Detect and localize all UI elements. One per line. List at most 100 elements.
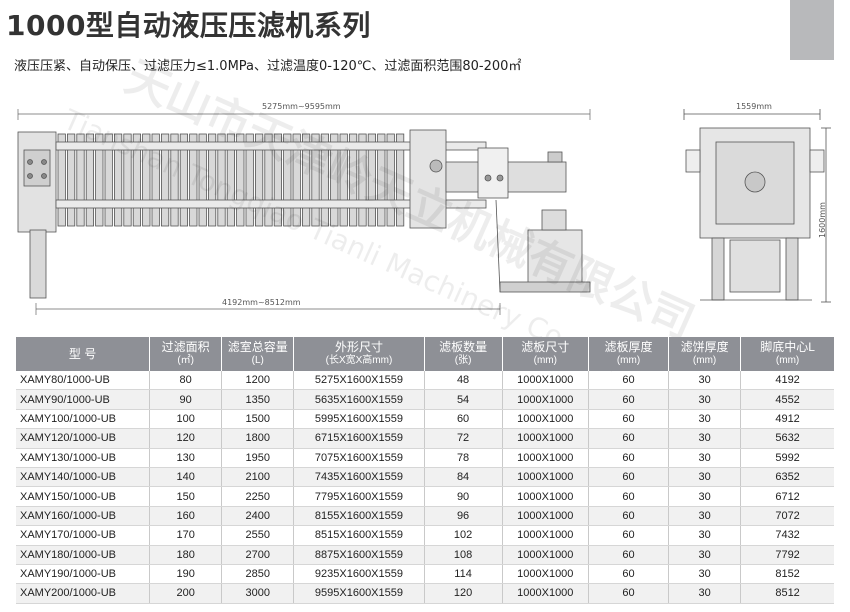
column-header-name: 滤板厚度 <box>604 340 653 354</box>
table-cell: 180 <box>149 545 223 565</box>
table-cell: 160 <box>149 506 223 527</box>
table-cell: XAMY160/1000-UB <box>16 506 151 527</box>
table-cell: XAMY180/1000-UB <box>16 545 151 565</box>
table-cell: 9595X1600X1559 <box>293 583 425 604</box>
filter-plate <box>207 133 217 227</box>
table-cell: 6712 <box>740 486 834 507</box>
filter-plate <box>320 133 330 227</box>
column-header-unit: (mm) <box>616 355 641 366</box>
table-cell: 48 <box>424 371 503 391</box>
table-cell: 130 <box>149 448 223 468</box>
column-header-name: 滤饼厚度 <box>680 340 729 354</box>
filter-plate <box>217 133 226 227</box>
table-cell: 84 <box>424 467 503 488</box>
column-header: 滤室总容量(L) <box>221 337 295 371</box>
table-cell: 102 <box>424 525 503 546</box>
filter-plate <box>273 133 283 227</box>
column-header-name: 滤板数量 <box>439 340 488 354</box>
column-header-name: 滤室总容量 <box>227 340 288 354</box>
table-cell: 30 <box>668 371 742 391</box>
table-cell: 30 <box>668 389 742 410</box>
table-cell: 1000X1000 <box>502 486 590 507</box>
table-cell: 8155X1600X1559 <box>293 506 425 527</box>
filter-plate <box>283 133 292 227</box>
column-header-unit: (mm) <box>533 355 557 366</box>
filter-plate <box>104 133 113 227</box>
table-cell: 1000X1000 <box>502 506 590 527</box>
table-cell: 9235X1600X1559 <box>293 564 425 585</box>
column-header-unit: (㎡) <box>177 355 194 366</box>
table-cell: 1350 <box>221 389 295 410</box>
table-cell: XAMY200/1000-UB <box>16 583 151 604</box>
table-cell: XAMY90/1000-UB <box>16 389 151 410</box>
page-title: 1000型自动液压压滤机系列 <box>6 9 371 42</box>
table-cell: 140 <box>149 467 223 488</box>
leg-distance-label: 4192mm~8512mm <box>222 298 301 307</box>
table-cell: 1200 <box>221 371 295 391</box>
filter-press-front-view <box>683 109 831 303</box>
width-label: 1559mm <box>736 102 772 111</box>
table-cell: 2100 <box>221 467 295 488</box>
filter-plate <box>292 133 301 227</box>
filter-plate <box>114 133 123 227</box>
column-header: 外形尺寸(长X宽X高mm) <box>293 337 425 371</box>
table-cell: 1800 <box>221 428 295 449</box>
table-cell: 60 <box>588 564 670 585</box>
table-cell: XAMY130/1000-UB <box>16 448 151 468</box>
table-cell: 8875X1600X1559 <box>293 545 425 565</box>
filter-plate <box>198 133 207 227</box>
table-cell: 120 <box>424 583 503 604</box>
column-header: 滤板厚度(mm) <box>588 337 670 371</box>
table-cell: 30 <box>668 545 742 565</box>
table-cell: 7432 <box>740 525 834 546</box>
table-cell: 60 <box>588 428 670 449</box>
column-header-name: 滤板尺寸 <box>521 340 570 354</box>
table-cell: 60 <box>588 486 670 507</box>
table-cell: XAMY150/1000-UB <box>16 486 151 507</box>
table-cell: 6352 <box>740 467 834 488</box>
table-cell: 4912 <box>740 409 834 430</box>
column-header: 滤饼厚度(mm) <box>668 337 742 371</box>
table-cell: 8512 <box>740 583 834 604</box>
filter-plate <box>85 133 94 227</box>
column-header-unit: (mm) <box>775 355 800 366</box>
table-cell: 114 <box>424 564 503 585</box>
table-cell: 60 <box>588 583 670 604</box>
table-cell: 1000X1000 <box>502 448 590 468</box>
column-header: 滤板尺寸(mm) <box>502 337 590 371</box>
table-cell: 2700 <box>221 545 295 565</box>
page-subtitle: 液压压紧、自动保压、过滤压力≤1.0MPa、过滤温度0-120℃、过滤面积范围8… <box>14 59 522 74</box>
filter-plate <box>132 133 141 227</box>
corner-decoration <box>790 0 834 60</box>
filter-plate <box>142 133 151 227</box>
side-view-dimensions <box>17 109 591 315</box>
table-cell: 78 <box>424 448 503 468</box>
filter-plate <box>254 133 264 227</box>
filter-plate <box>358 133 367 227</box>
table-cell: 1000X1000 <box>502 409 590 430</box>
table-cell: 30 <box>668 506 742 527</box>
filter-plate <box>76 133 85 227</box>
filter-plate <box>170 133 179 227</box>
table-cell: 30 <box>668 525 742 546</box>
table-cell: 8515X1600X1559 <box>293 525 425 546</box>
table-cell: 30 <box>668 448 742 468</box>
table-cell: 1000X1000 <box>502 583 590 604</box>
column-header-unit: (mm) <box>692 355 717 366</box>
table-cell: 5632 <box>740 428 834 449</box>
table-cell: 5995X1600X1559 <box>293 409 425 430</box>
filter-plate <box>377 133 386 227</box>
table-cell: 90 <box>424 486 503 507</box>
table-cell: XAMY190/1000-UB <box>16 564 151 585</box>
table-cell: 190 <box>149 564 223 585</box>
filter-plate <box>179 133 188 227</box>
table-cell: 60 <box>424 409 503 430</box>
table-cell: 3000 <box>221 583 295 604</box>
table-cell: 2250 <box>221 486 295 507</box>
